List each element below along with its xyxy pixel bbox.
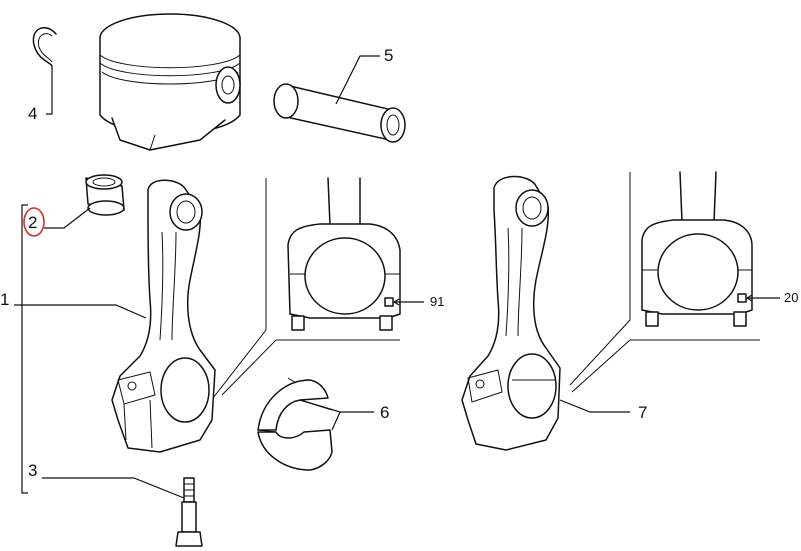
small-end-bushing-part	[85, 174, 125, 216]
callout-91[interactable]: 91	[430, 294, 444, 309]
callout-5[interactable]: 5	[384, 46, 393, 65]
callout-2-highlight	[23, 207, 45, 237]
big-end-detail-view-right	[569, 171, 760, 393]
callout-20[interactable]: 20	[784, 290, 798, 305]
callout-3[interactable]: 3	[28, 461, 37, 480]
big-end-detail-view	[212, 177, 401, 399]
piston-part	[99, 13, 241, 151]
snap-ring-part	[32, 26, 57, 67]
callout-labels: 4 5 2 1 3 6 7 91 20	[0, 46, 798, 480]
rod-bolt-part	[175, 477, 203, 547]
callout-7[interactable]: 7	[638, 403, 647, 422]
connecting-rod-part	[111, 179, 216, 453]
connecting-rod-assembly-part	[461, 175, 561, 451]
big-end-bearing-shells-part	[257, 377, 333, 471]
callout-4[interactable]: 4	[28, 104, 37, 123]
leader-lines	[14, 55, 780, 499]
callout-6[interactable]: 6	[380, 403, 389, 422]
callout-2[interactable]: 2	[28, 213, 37, 232]
piston-pin-part	[273, 83, 406, 143]
callout-1[interactable]: 1	[0, 290, 9, 309]
